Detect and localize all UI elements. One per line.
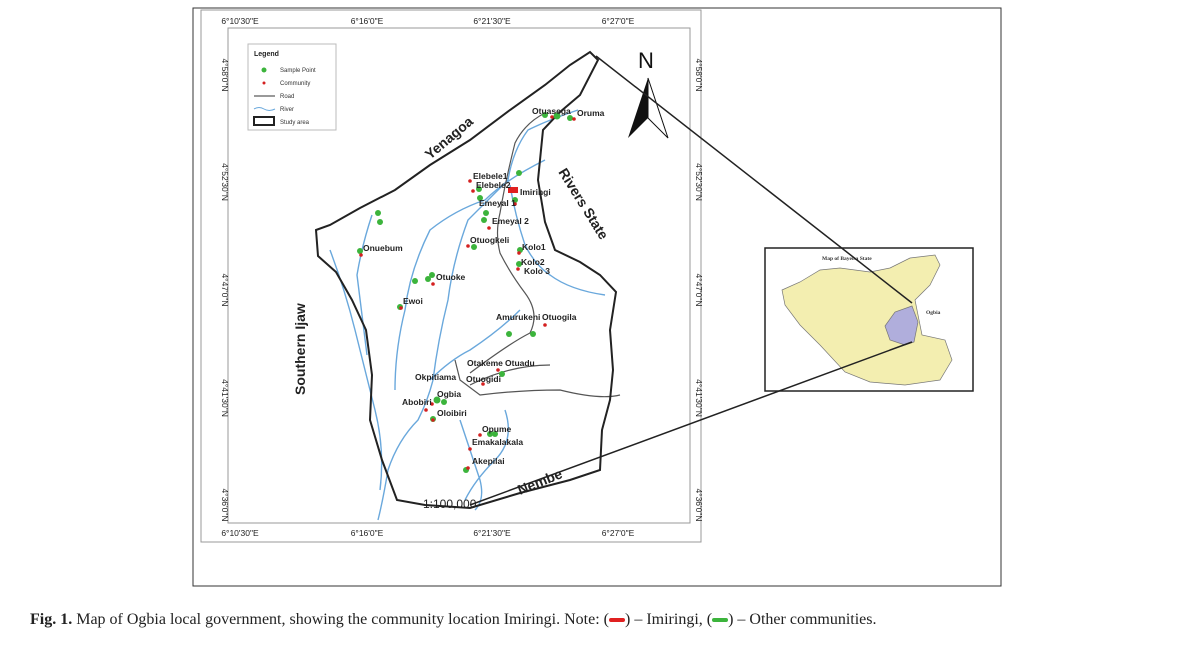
caption-label: Fig. 1. — [30, 611, 73, 628]
coord-bottom: 6°21'30"E — [473, 528, 511, 538]
legend-title: Legend — [254, 51, 279, 58]
community-label: Emakalakala — [472, 437, 523, 447]
coord-left: 4°47'0"N — [220, 273, 230, 306]
connector-line — [595, 55, 913, 304]
roads — [454, 112, 621, 398]
coord-left: 4°52'30"N — [220, 163, 230, 201]
community-points — [359, 115, 576, 470]
coord-right: 4°36'0"N — [694, 488, 704, 521]
imiringi-swatch-icon — [609, 618, 625, 623]
coord-top: 6°27'0"E — [602, 16, 635, 26]
coord-right: 4°47'0"N — [694, 273, 704, 306]
north-arrow: N — [628, 48, 669, 139]
rivers — [329, 109, 606, 521]
legend-item: Road — [280, 94, 294, 100]
community-label: Otuoke — [436, 272, 466, 282]
coord-left: 4°36'0"N — [220, 488, 230, 521]
north-label: N — [638, 48, 654, 73]
study-area-icon — [253, 116, 275, 126]
legend-item: Community — [280, 81, 310, 87]
community-icon — [262, 81, 266, 85]
north-arrow-icon — [628, 78, 648, 138]
figure-caption: Fig. 1. Map of Ogbia local government, s… — [30, 610, 1150, 630]
sample-points — [357, 112, 573, 473]
coord-bottom: 6°16'0"E — [351, 528, 384, 538]
coord-bottom: 6°27'0"E — [602, 528, 635, 538]
community-label: Amurukeni — [496, 312, 540, 322]
figure-frame — [192, 7, 1002, 587]
community-label: Abobiri — [402, 397, 432, 407]
coord-top: 6°16'0"E — [351, 16, 384, 26]
community-label: Kolo1 — [522, 242, 546, 252]
community-label: Kolo2 — [521, 257, 545, 267]
inset-title: Map of Bayelsa State — [822, 256, 872, 262]
coord-top: 6°21'30"E — [473, 16, 511, 26]
connector-line — [469, 341, 913, 506]
coord-left: 4°58'0"N — [220, 58, 230, 91]
community-label: Onuebum — [363, 243, 403, 253]
caption-text: ) – Imiringi, ( — [625, 611, 713, 628]
legend-item: Study area — [280, 120, 310, 126]
community-label: Oloibiri — [437, 408, 467, 418]
legend: Legend Sample Point Community Road River… — [247, 43, 337, 131]
coord-left: 4°41'30"N — [220, 379, 230, 417]
coord-bottom: 6°10'30"E — [221, 528, 259, 538]
community-label: Otuogkeli — [470, 235, 509, 245]
legend-item: River — [280, 107, 294, 113]
map-scale: 1:100,000 — [423, 497, 477, 511]
coord-top: 6°10'30"E — [221, 16, 259, 26]
community-label: Okpitiama — [415, 372, 456, 382]
caption-text: Map of Ogbia local government, showing t… — [72, 611, 609, 628]
region-nembe: Nembe — [515, 465, 564, 497]
community-label-imiringi: Imiringi — [520, 187, 551, 197]
sample-point-icon — [261, 67, 267, 73]
community-label: Emeyal 2 — [492, 216, 529, 226]
region-southern-ijaw: Southern Ijaw — [292, 303, 308, 395]
imiringi-marker — [508, 187, 518, 193]
community-labels: Otuasega Oruma Elebele1 Elebele2 Imiring… — [363, 106, 605, 466]
community-label: Otuogila — [542, 312, 577, 322]
inset-ogbia-label: Ogbia — [926, 310, 941, 316]
coord-right: 4°41'30"N — [694, 379, 704, 417]
community-label: Emeyal 1 — [479, 198, 516, 208]
bayelsa-state-map — [781, 254, 953, 386]
community-label: Akepilai — [472, 456, 505, 466]
caption-text: ) – Other communities. — [728, 611, 877, 628]
study-area-boundary — [314, 50, 618, 510]
community-label: Elebele2 — [476, 180, 511, 190]
map-outer-frame — [200, 9, 702, 543]
community-label: Ewoi — [403, 296, 423, 306]
community-label: Otakeme — [467, 358, 503, 368]
community-label: Ogbia — [437, 389, 461, 399]
coord-right: 4°52'30"N — [694, 163, 704, 201]
river-icon — [253, 107, 276, 111]
map-inner-frame — [227, 27, 691, 524]
region-yenagoa: Yenagoa — [422, 113, 477, 162]
coord-right: 4°58'0"N — [694, 58, 704, 91]
legend-item: Sample Point — [280, 68, 316, 74]
ogbia-region — [884, 305, 919, 346]
other-communities-swatch-icon — [712, 618, 729, 623]
community-label: Otuasega — [532, 106, 571, 116]
region-rivers-state: Rivers State — [555, 165, 612, 242]
coordinate-labels: 6°10'30"E 6°16'0"E 6°21'30"E 6°27'0"E 6°… — [220, 16, 704, 538]
community-label: Kolo 3 — [524, 266, 550, 276]
map-figure: 6°10'30"E 6°16'0"E 6°21'30"E 6°27'0"E 6°… — [192, 7, 1002, 587]
community-label: Oruma — [577, 108, 605, 118]
community-label: Opume — [482, 424, 512, 434]
community-label: Otuogidi — [466, 374, 501, 384]
community-label: Elebele1 — [473, 171, 508, 181]
community-label: Otuadu — [505, 358, 535, 368]
